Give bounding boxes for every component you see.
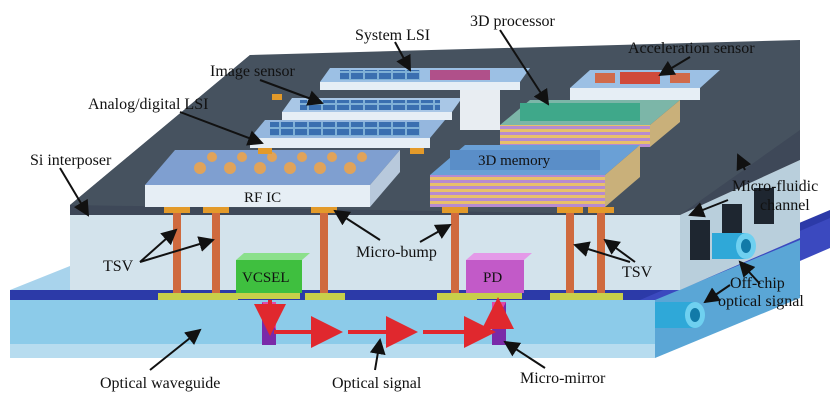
leader-optical-waveguide — [149, 328, 202, 371]
tsv-1 — [164, 207, 190, 298]
tsv-2 — [203, 207, 229, 298]
label-off-chip: Off-chip — [730, 275, 785, 292]
tsv-3 — [311, 207, 337, 298]
label-micro-bump: Micro-bump — [356, 244, 437, 261]
label-off-chip-optical-signal: optical signal — [718, 293, 804, 310]
acceleration-sensor-chip — [570, 70, 720, 100]
label-optical-signal: Optical signal — [332, 375, 422, 392]
label-rf-ic: RF IC — [244, 190, 281, 206]
label-acceleration-sensor: Acceleration sensor — [628, 40, 755, 57]
vcsel-chip — [236, 253, 310, 299]
leader-off-chip-2 — [738, 260, 761, 285]
tsv-5 — [557, 207, 583, 298]
label-micro-mirror: Micro-mirror — [520, 370, 606, 387]
label-micro-fluidic-channel: channel — [760, 197, 810, 214]
rf-ic-chip — [145, 150, 400, 207]
processor-3d-chip — [500, 100, 680, 147]
leader-tsv-left-1 — [139, 228, 178, 263]
pd-chip — [466, 253, 532, 299]
label-si-interposer: Si interposer — [30, 152, 112, 169]
label-tsv-right: TSV — [622, 264, 653, 281]
leader-micro-fluidic-bottom — [688, 199, 729, 218]
label-vcsel: VCSEL — [242, 270, 290, 286]
leader-tsv-left-2 — [139, 236, 215, 263]
analog-digital-lsi-chip — [250, 120, 445, 154]
leader-image-sensor — [259, 79, 324, 106]
label-tsv-left: TSV — [103, 258, 134, 275]
micro-fluidic-channels — [690, 188, 774, 260]
leader-micro-bump-left — [333, 209, 381, 241]
leader-tsv-right-2 — [603, 238, 636, 263]
label-optical-waveguide: Optical waveguide — [100, 375, 220, 392]
leader-tsv-right-1 — [573, 241, 631, 263]
label-pd: PD — [483, 270, 502, 286]
leader-optical-signal — [369, 338, 386, 371]
leader-3d-processor — [499, 29, 550, 106]
leader-system-lsi — [394, 41, 411, 72]
leader-si-interposer — [59, 167, 90, 217]
leader-off-chip-1 — [703, 284, 731, 304]
leader-lines — [59, 29, 761, 371]
tsv-4 — [442, 207, 468, 298]
leader-acceleration-sensor — [658, 56, 691, 77]
leader-micro-fluidic-top — [736, 153, 752, 172]
leader-analog-digital-lsi — [179, 111, 264, 146]
leader-micro-mirror — [503, 340, 546, 369]
system-lsi-chip — [320, 68, 530, 130]
leader-micro-bump-right — [419, 224, 452, 243]
label-system-lsi: System LSI — [355, 27, 430, 44]
off-chip-ports — [655, 233, 756, 328]
label-3d-memory: 3D memory — [478, 153, 551, 169]
image-sensor-chip — [272, 94, 462, 120]
label-3d-processor: 3D processor — [470, 13, 556, 30]
label-analog-digital-lsi: Analog/digital LSI — [88, 96, 208, 113]
label-image-sensor: Image sensor — [210, 63, 296, 80]
label-micro-fluidic: Micro-fluidic — [732, 178, 818, 195]
memory-3d-chip — [430, 145, 640, 207]
tsv-group — [158, 207, 623, 300]
optical-signal-path — [254, 297, 514, 348]
tsv-6 — [588, 207, 614, 298]
